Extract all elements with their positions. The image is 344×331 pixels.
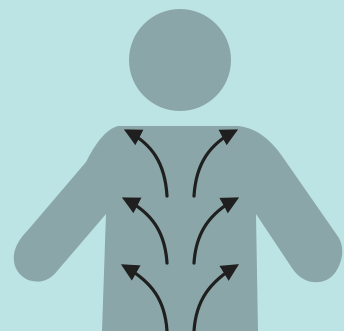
head-shape bbox=[129, 9, 231, 111]
